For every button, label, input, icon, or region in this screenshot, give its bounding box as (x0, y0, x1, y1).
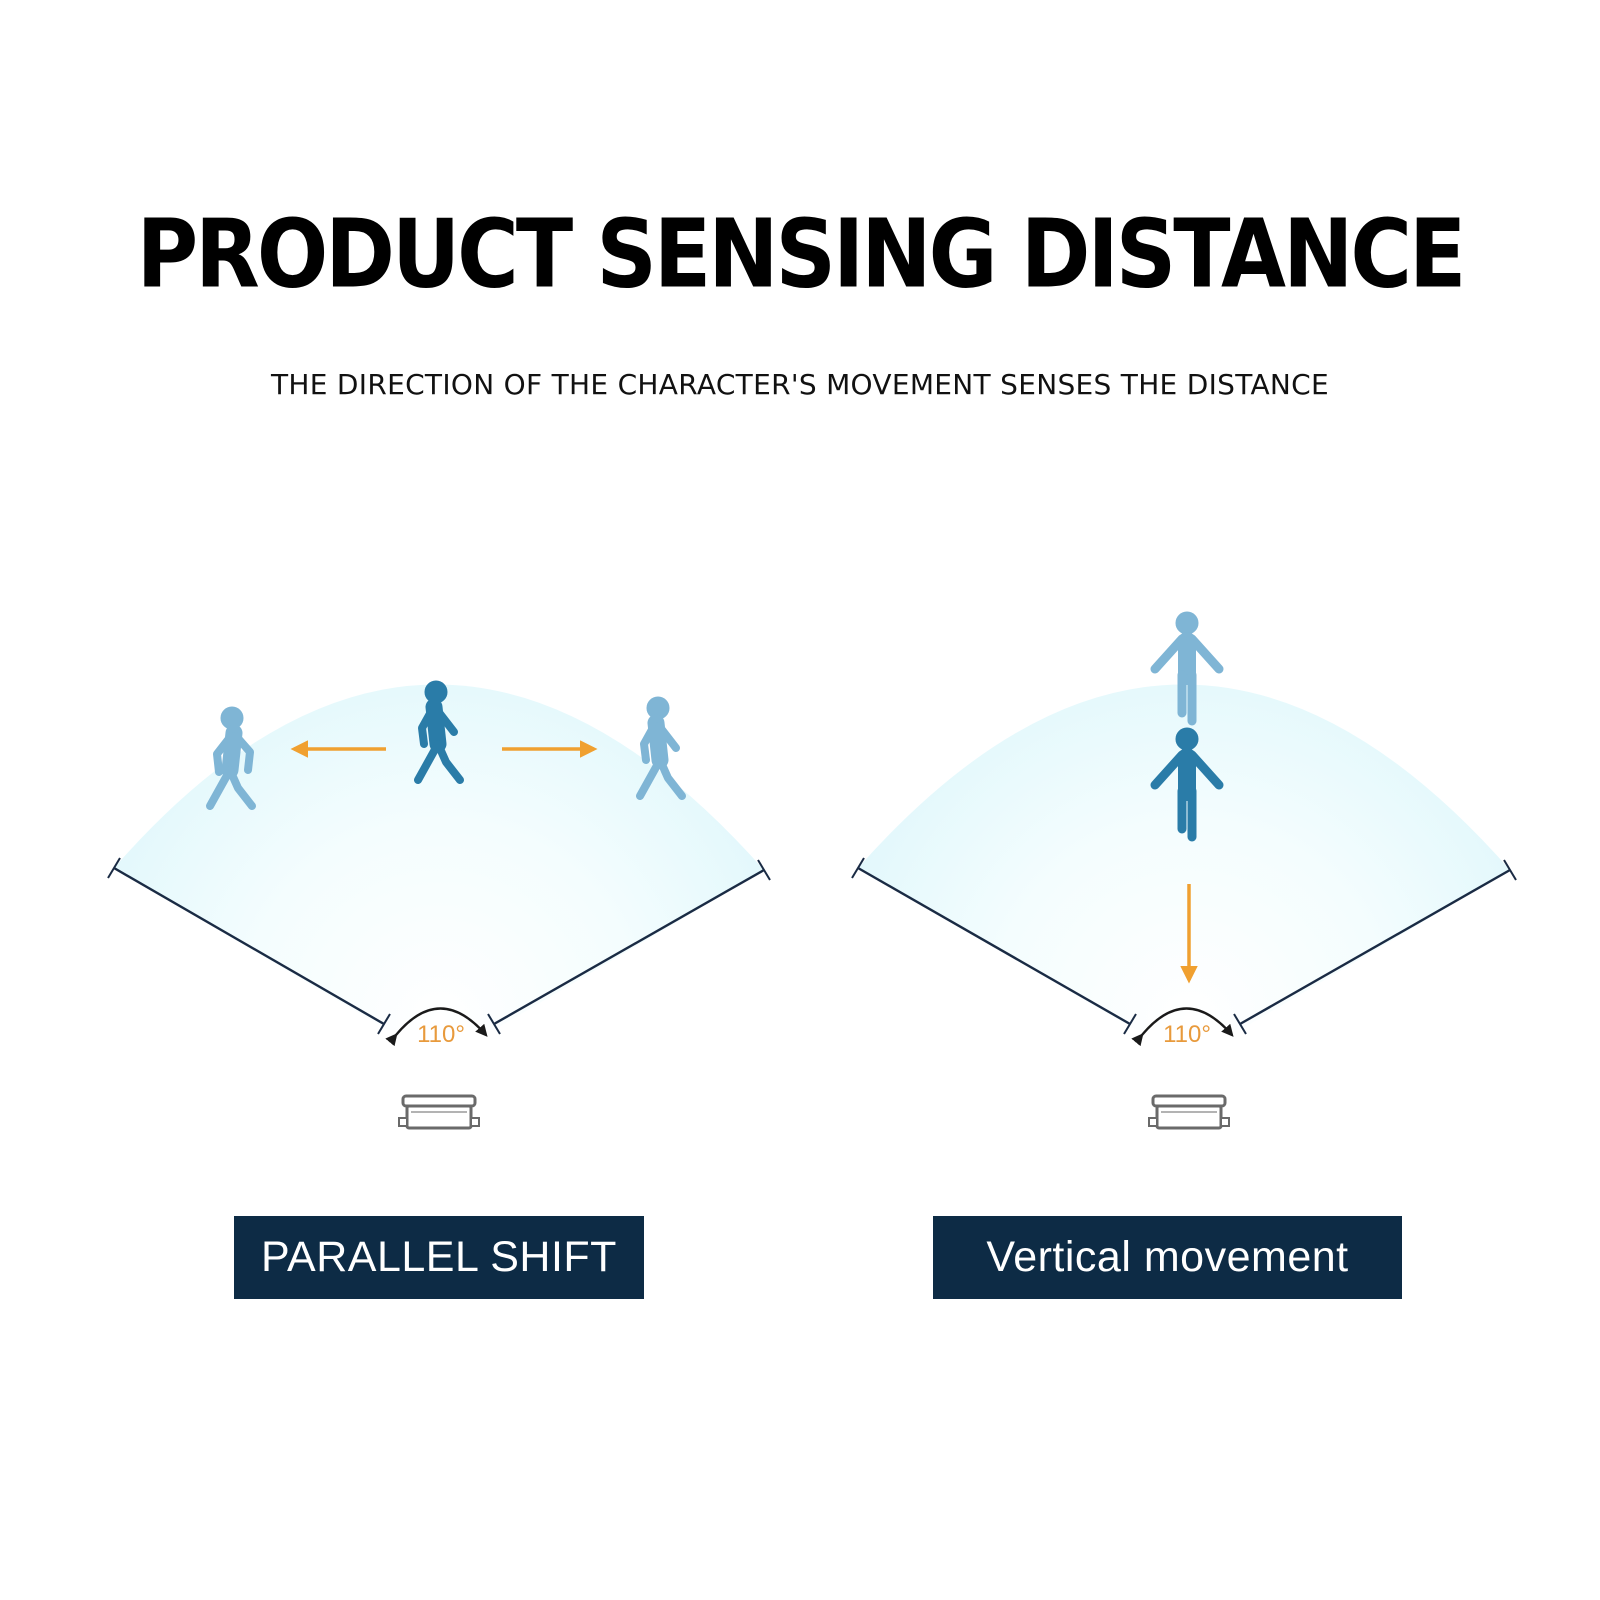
tick-mark (757, 859, 771, 881)
tick-mark (1503, 859, 1517, 881)
mode-label-parallel-shift: PARALLEL SHIFT (234, 1216, 644, 1299)
boundary-line-right-a (857, 866, 1131, 1026)
boundary-line-left-a (113, 866, 385, 1026)
angle-label-right: 110° (1163, 1021, 1211, 1048)
page-subtitle: THE DIRECTION OF THE CHARACTER'S MOVEMEN… (270, 368, 1330, 401)
detection-zone-left (114, 684, 764, 1030)
panel-vertical-movement: 110° (851, 612, 1517, 1130)
boundary-line-left-b (493, 868, 765, 1026)
mode-label-vertical-movement: Vertical movement (933, 1216, 1402, 1299)
tick-mark (851, 857, 865, 879)
tick-mark (487, 1013, 501, 1035)
angle-arc-left (385, 1007, 488, 1047)
angle-arc-right (1131, 1007, 1234, 1047)
tick-mark (377, 1013, 391, 1035)
motion-sensor-icon (1147, 1094, 1231, 1130)
tick-mark (1123, 1013, 1137, 1035)
panel-parallel-shift: 110° (107, 681, 771, 1130)
motion-sensor-icon (397, 1094, 481, 1130)
detection-zone-right (858, 684, 1510, 1030)
tick-mark (107, 857, 121, 879)
tick-mark (1233, 1013, 1247, 1035)
page-title: PRODUCT SENSING DISTANCE (136, 199, 1467, 309)
angle-label-left: 110° (417, 1021, 465, 1048)
boundary-line-right-b (1239, 868, 1511, 1026)
